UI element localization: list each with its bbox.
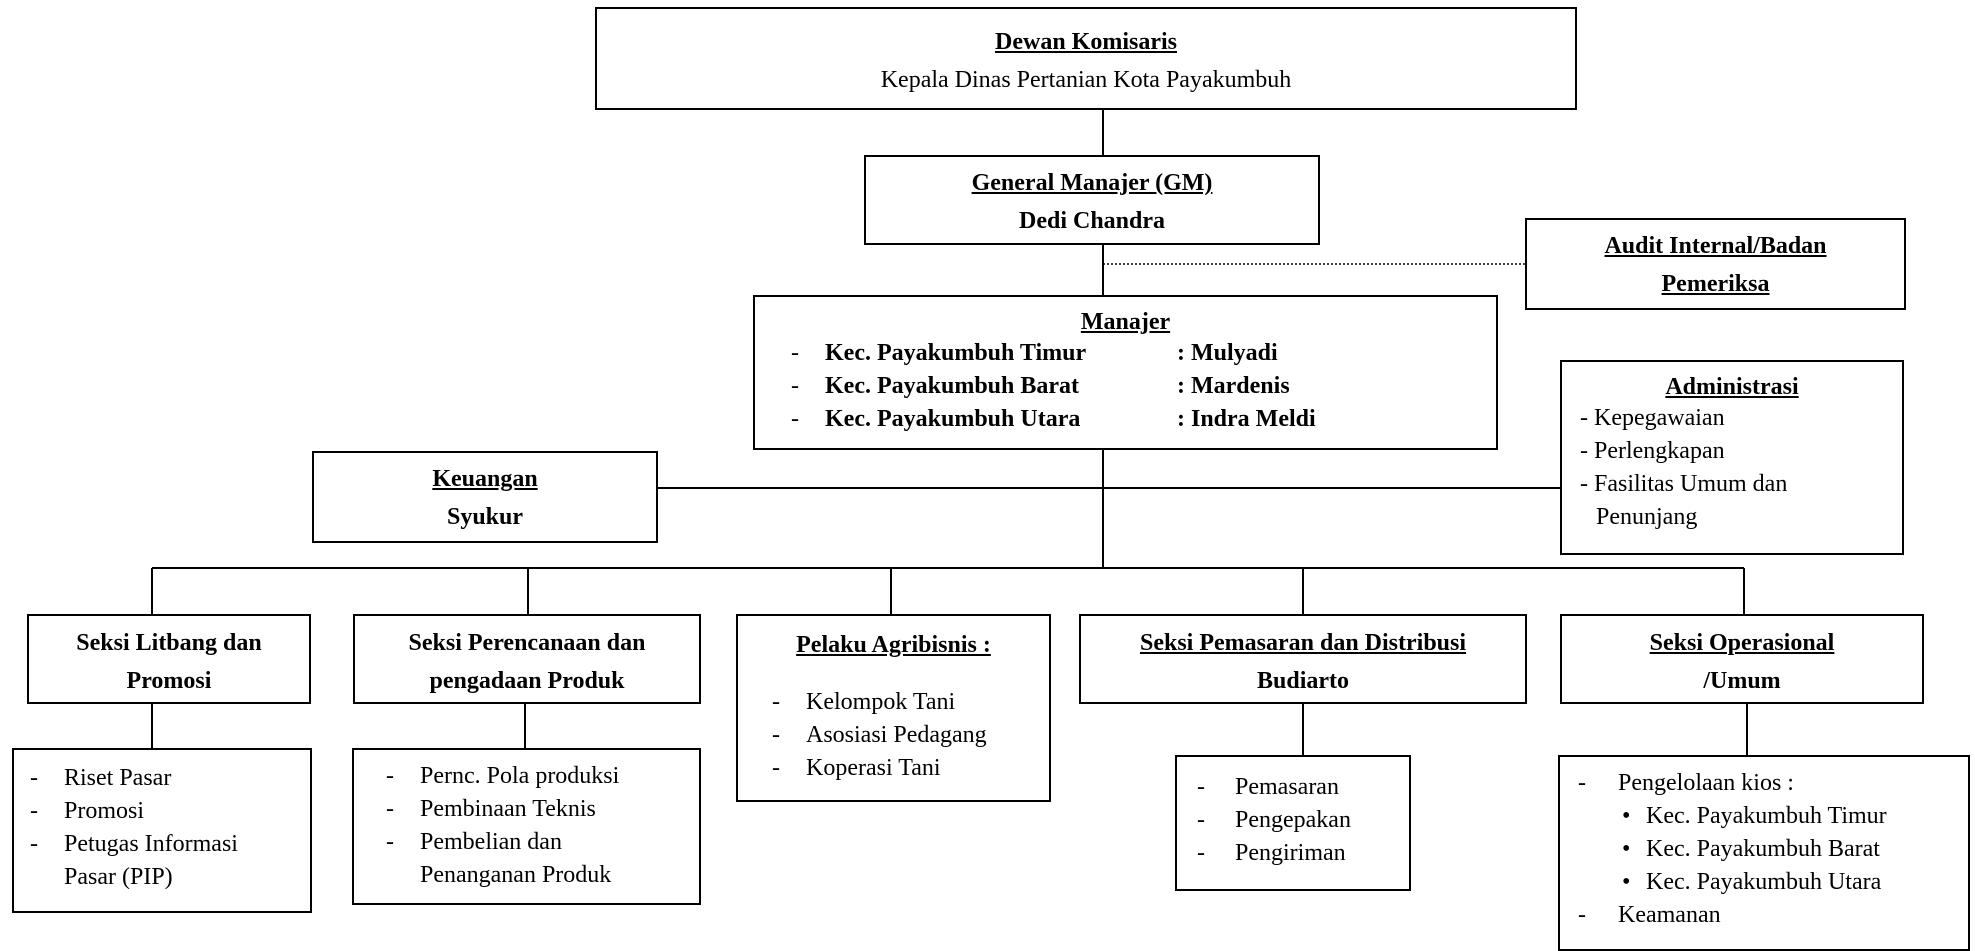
keuangan-name: Syukur — [446, 504, 524, 530]
list-item: -Pembelian dan — [386, 829, 562, 855]
audit-line2: Pemeriksa — [1661, 271, 1770, 297]
seksi-litbang-box: Seksi Litbang dan Promosi — [27, 614, 311, 704]
pemasaran-sub-box: -Pemasaran -Pengepakan -Pengiriman — [1175, 755, 1411, 891]
seksi-perencanaan-box: Seksi Perencanaan dan pengadaan Produk — [353, 614, 701, 704]
list-item: -Pembinaan Teknis — [386, 796, 596, 822]
list-item: -Promosi — [30, 798, 145, 824]
list-item: Pasar (PIP) — [64, 864, 173, 890]
perencanaan-sub-box: -Pernc. Pola produksi -Pembinaan Teknis … — [352, 748, 701, 905]
list-item: -Riset Pasar — [30, 765, 172, 791]
litbang-sub-box: -Riset Pasar -Promosi -Petugas Informasi… — [12, 748, 312, 913]
keuangan-box: Keuangan Syukur — [312, 451, 658, 543]
list-item: •Kec. Payakumbuh Timur — [1622, 803, 1887, 829]
seksi-operasional-box: Seksi Operasional /Umum — [1560, 614, 1924, 704]
list-item: - Fasilitas Umum dan — [1580, 471, 1788, 497]
dewan-komisaris-subtitle: Kepala Dinas Pertanian Kota Payakumbuh — [880, 67, 1292, 93]
administrasi-list: - Kepegawaian - Perlengkapan - Fasilitas… — [1580, 402, 1902, 534]
list-item: •Kec. Payakumbuh Utara — [1622, 869, 1882, 895]
operasional-line1: Seksi Operasional — [1649, 630, 1835, 656]
perencanaan-line1: Seksi Perencanaan dan — [408, 630, 646, 656]
pelaku-title: Pelaku Agribisnis : — [796, 632, 991, 658]
general-manajer-box: General Manajer (GM) Dedi Chandra — [864, 155, 1320, 245]
gm-title: General Manajer (GM) — [971, 170, 1213, 196]
list-item: -Pengelolaan kios : — [1578, 770, 1794, 796]
list-item: -Asosiasi Pedagang — [772, 722, 987, 748]
litbang-line2: Promosi — [126, 668, 212, 694]
list-item: -Keamanan — [1578, 902, 1721, 928]
list-item: -Pernc. Pola produksi — [386, 763, 620, 789]
list-item: -Pengiriman — [1197, 840, 1346, 866]
litbang-line1: Seksi Litbang dan — [76, 630, 262, 656]
manajer-list: -Kec. Payakumbuh Timur: Mulyadi -Kec. Pa… — [755, 337, 1496, 436]
audit-line1: Audit Internal/Badan — [1604, 233, 1827, 259]
manajer-title: Manajer — [1080, 309, 1171, 335]
seksi-pemasaran-box: Seksi Pemasaran dan Distribusi Budiarto — [1079, 614, 1527, 704]
manajer-item: -Kec. Payakumbuh Timur: Mulyadi — [791, 340, 1278, 366]
list-item: - Perlengkapan — [1580, 438, 1725, 464]
manajer-box: Manajer -Kec. Payakumbuh Timur: Mulyadi … — [753, 295, 1498, 450]
list-item: - Kepegawaian — [1580, 405, 1725, 431]
pemasaran-title: Seksi Pemasaran dan Distribusi — [1139, 630, 1467, 656]
pemasaran-name: Budiarto — [1256, 668, 1349, 694]
list-item: -Koperasi Tani — [772, 755, 941, 781]
pelaku-agribisnis-box: Pelaku Agribisnis : -Kelompok Tani -Asos… — [736, 614, 1051, 802]
list-item: Penunjang — [1596, 504, 1698, 530]
perencanaan-line2: pengadaan Produk — [429, 668, 625, 694]
list-item: -Pemasaran — [1197, 774, 1339, 800]
pelaku-list: -Kelompok Tani -Asosiasi Pedagang -Koper… — [738, 664, 1049, 785]
list-item: -Kelompok Tani — [772, 689, 956, 715]
manajer-item: -Kec. Payakumbuh Barat: Mardenis — [791, 373, 1290, 399]
list-item: •Kec. Payakumbuh Barat — [1622, 836, 1880, 862]
list-item: Penanganan Produk — [420, 862, 612, 888]
operasional-line2: /Umum — [1703, 668, 1781, 694]
gm-name: Dedi Chandra — [1018, 208, 1166, 234]
operasional-sub-box: -Pengelolaan kios : •Kec. Payakumbuh Tim… — [1558, 755, 1970, 951]
list-item: -Petugas Informasi — [30, 831, 238, 857]
manajer-item: -Kec. Payakumbuh Utara: Indra Meldi — [791, 406, 1316, 432]
administrasi-title: Administrasi — [1665, 374, 1799, 400]
dewan-komisaris-box: Dewan Komisaris Kepala Dinas Pertanian K… — [595, 7, 1577, 110]
audit-internal-box: Audit Internal/Badan Pemeriksa — [1525, 218, 1906, 310]
list-item: -Pengepakan — [1197, 807, 1351, 833]
administrasi-box: Administrasi - Kepegawaian - Perlengkapa… — [1560, 360, 1904, 555]
keuangan-title: Keuangan — [432, 466, 538, 492]
dewan-komisaris-title: Dewan Komisaris — [995, 29, 1177, 55]
